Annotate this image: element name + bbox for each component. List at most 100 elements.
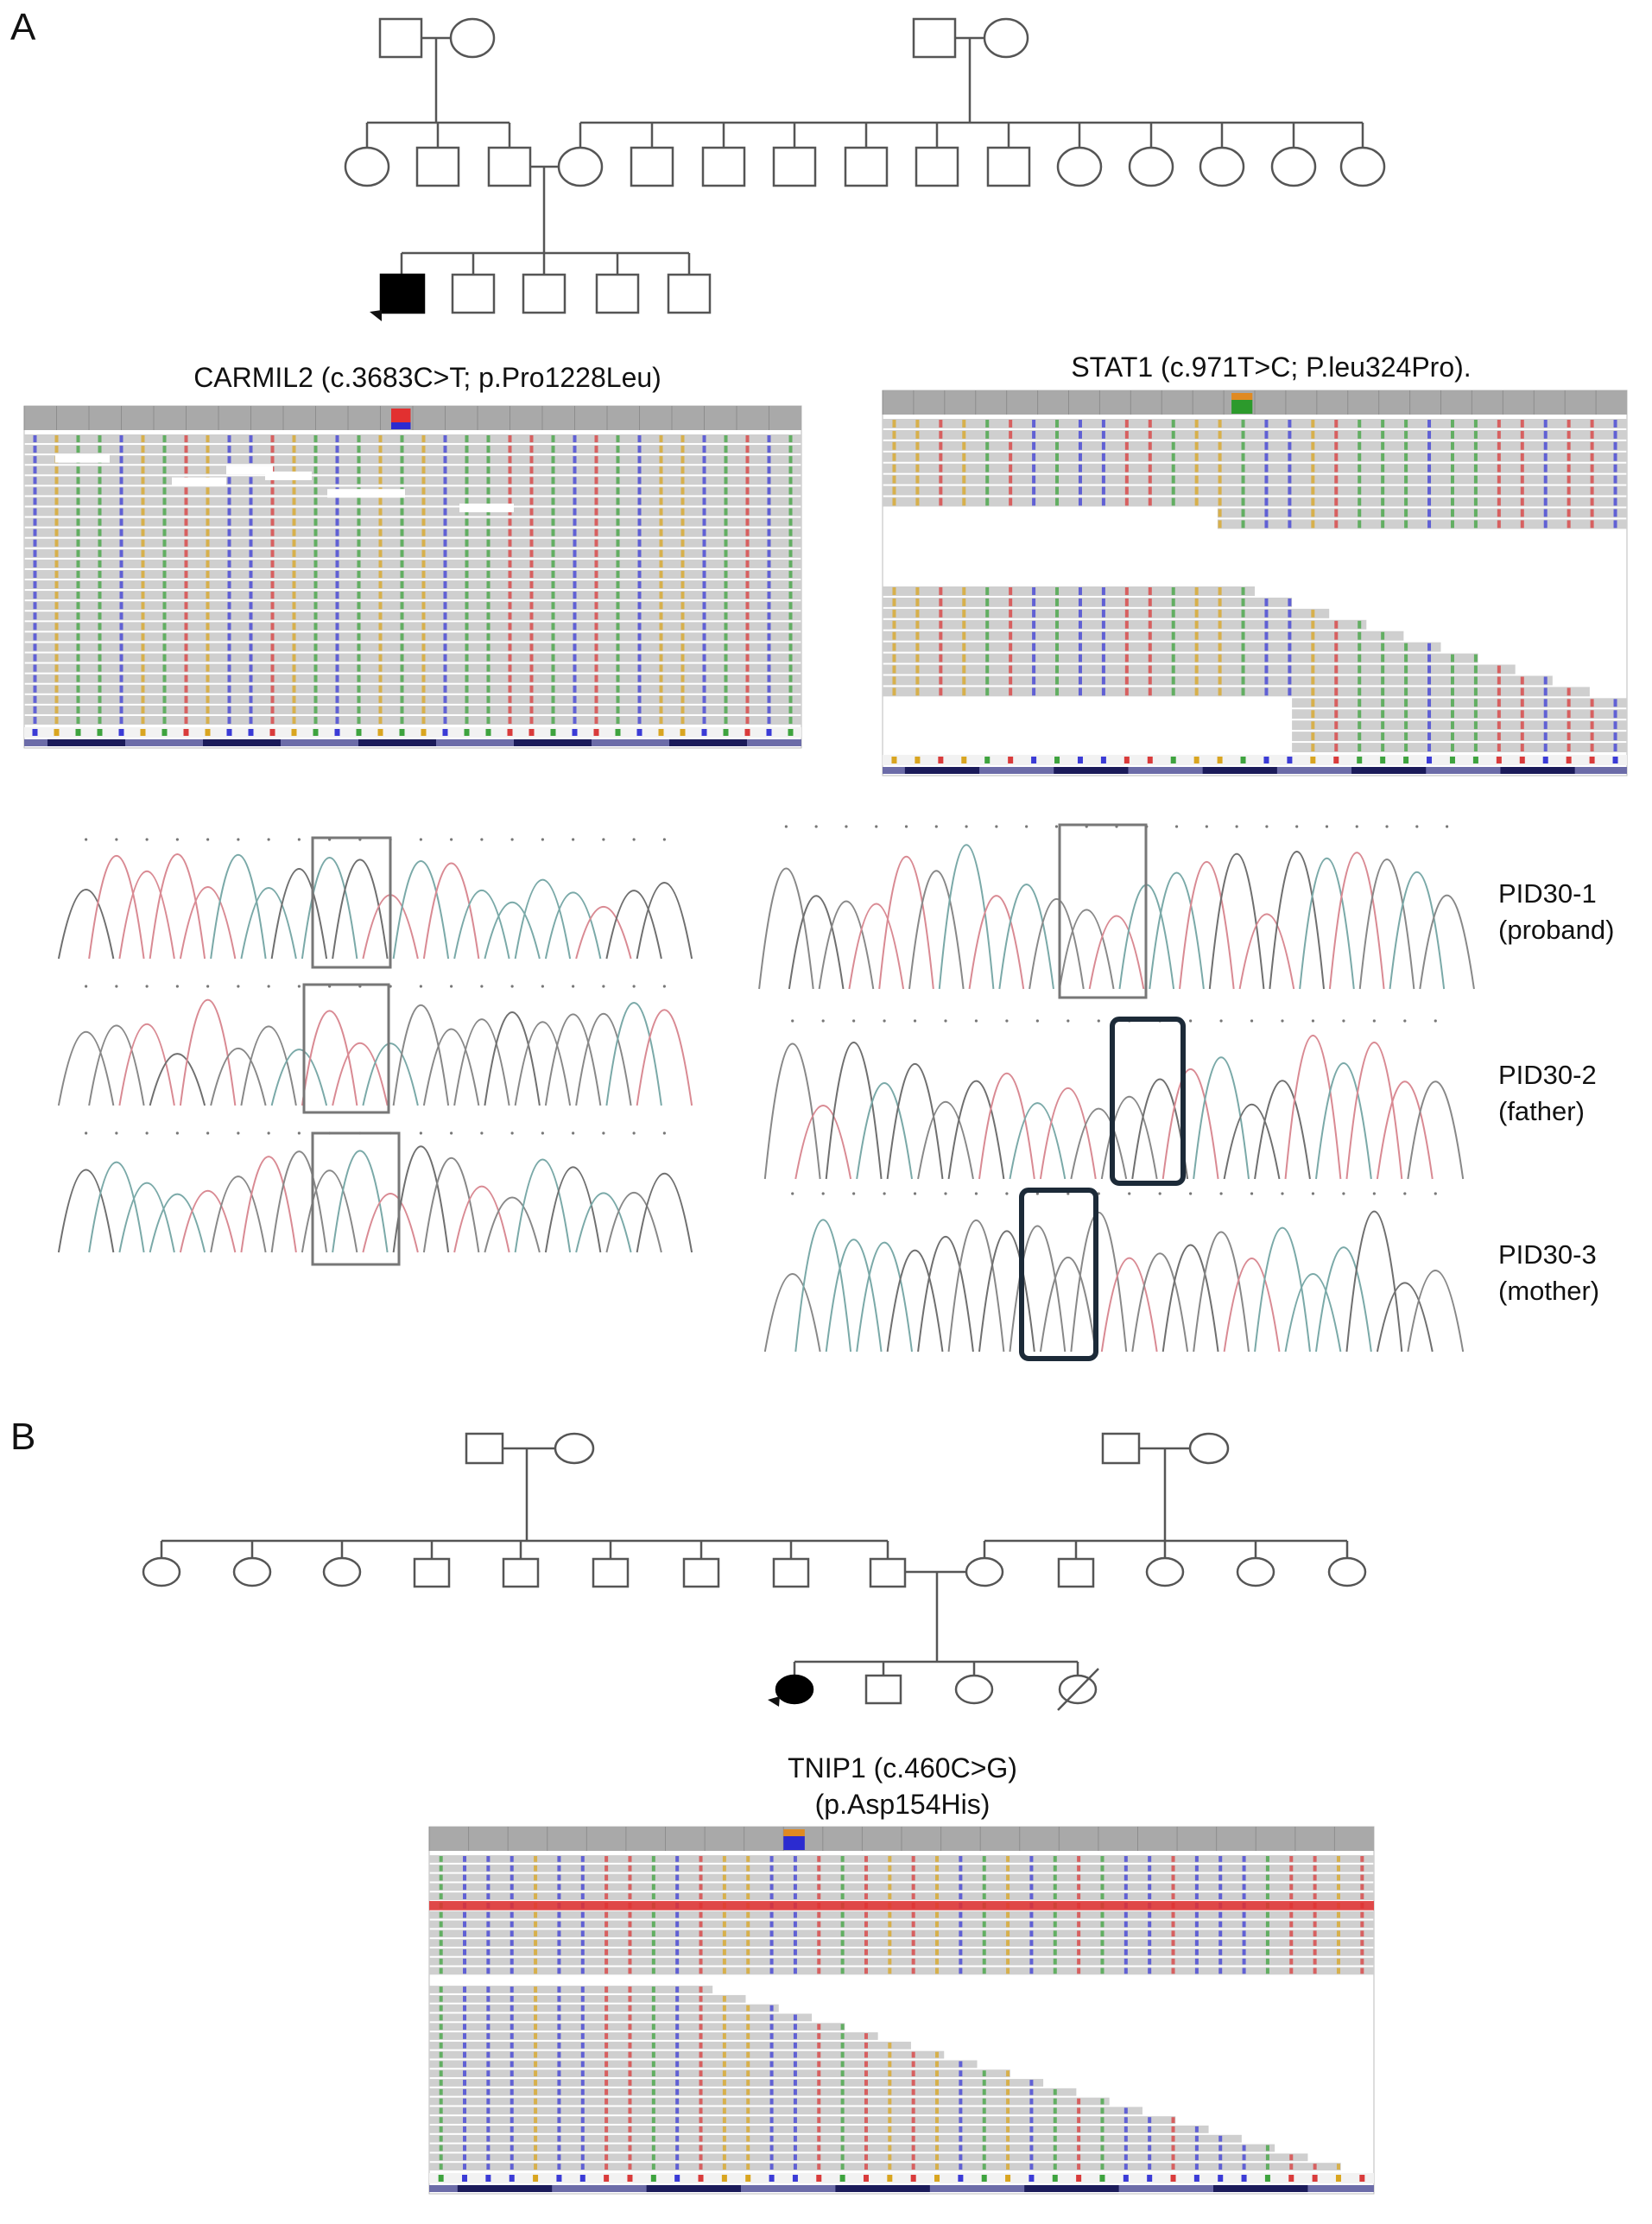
chromatogram-peak bbox=[947, 1080, 1005, 1180]
chromatogram-peak bbox=[1131, 1078, 1189, 1180]
chromatogram-peak bbox=[392, 860, 450, 960]
igv-read bbox=[24, 601, 801, 611]
chromatogram-peak bbox=[332, 1150, 389, 1253]
base-call-dot bbox=[1067, 1019, 1070, 1023]
deceased-slash bbox=[1057, 1668, 1099, 1711]
chromatogram-peak bbox=[118, 1023, 175, 1106]
base-call-dot bbox=[1235, 825, 1238, 828]
igv-gap bbox=[226, 466, 273, 475]
base-call-dot bbox=[1005, 1019, 1009, 1023]
igv-variant-marker bbox=[1231, 393, 1253, 400]
pedigree-female bbox=[142, 1556, 181, 1587]
base-call-dot bbox=[297, 1131, 301, 1135]
igv-read bbox=[883, 597, 1293, 607]
base-call-dot bbox=[175, 1131, 179, 1135]
chromatogram-peak bbox=[1179, 861, 1235, 990]
chromatogram-peak bbox=[1389, 871, 1446, 990]
chromatogram-peak bbox=[825, 1042, 883, 1180]
base-call-dot bbox=[297, 985, 301, 988]
igv-read bbox=[24, 694, 801, 704]
igv-read bbox=[24, 445, 801, 454]
chromatogram-peak bbox=[1376, 1080, 1434, 1180]
base-call-dot bbox=[1250, 1192, 1254, 1195]
igv-read bbox=[24, 580, 801, 590]
base-call-dot bbox=[934, 825, 938, 828]
igv-sequence-track bbox=[883, 755, 1627, 765]
pedigree-mother bbox=[965, 1556, 1004, 1587]
chromatogram-peak bbox=[1269, 851, 1325, 990]
igv-read bbox=[24, 455, 801, 465]
igv-carmil2-panel bbox=[23, 405, 802, 749]
base-call-dot bbox=[1385, 825, 1389, 828]
pedigree-b bbox=[142, 1432, 1367, 1711]
chromatogram-peak bbox=[544, 1166, 602, 1253]
chromatogram-peak bbox=[1345, 1042, 1403, 1180]
igv-read bbox=[1292, 709, 1627, 719]
chromatogram-peak bbox=[1419, 894, 1475, 990]
variant-box bbox=[1019, 1188, 1098, 1361]
base-call-dot bbox=[297, 838, 301, 841]
base-call-dot bbox=[995, 825, 998, 828]
chromatogram-peak bbox=[1315, 1246, 1372, 1353]
chromatogram-peak bbox=[422, 1156, 480, 1253]
base-call-dot bbox=[944, 1192, 947, 1195]
base-call-dot bbox=[267, 838, 270, 841]
igv-read bbox=[883, 474, 1627, 485]
igv-read bbox=[429, 1864, 1374, 1872]
igv-variant-marker bbox=[391, 415, 411, 422]
chromatogram-peak bbox=[453, 1018, 510, 1106]
chromatogram-peak bbox=[270, 1049, 328, 1106]
sample-labels: PID30-1 (proband) PID30-2 (father) PID30… bbox=[1498, 878, 1614, 1306]
igv-read bbox=[883, 608, 1330, 618]
igv-read bbox=[24, 486, 801, 496]
chromatogram-peak bbox=[1407, 1080, 1465, 1180]
base-call-dot bbox=[572, 1131, 575, 1135]
igv-read bbox=[24, 663, 801, 673]
igv-read bbox=[429, 1910, 1374, 1919]
base-call-dot bbox=[1295, 825, 1299, 828]
chromatogram-peak bbox=[362, 1193, 419, 1253]
igv-read bbox=[1292, 698, 1627, 708]
base-call-dot bbox=[1311, 1019, 1315, 1023]
pedigree-male bbox=[378, 17, 423, 59]
igv-read bbox=[429, 1855, 1374, 1863]
igv-read bbox=[1217, 519, 1627, 529]
igv-read bbox=[883, 653, 1478, 663]
base-call-dot bbox=[662, 985, 666, 988]
pedigree-female bbox=[1128, 146, 1174, 187]
igv-read bbox=[429, 2023, 845, 2031]
chromatogram-peak bbox=[362, 1042, 419, 1106]
base-call-dot bbox=[480, 985, 484, 988]
base-call-dot bbox=[1205, 825, 1208, 828]
stat1-title: STAT1 (c.971T>C; P.leu324Pro). bbox=[1071, 352, 1471, 383]
panel-a-label: A bbox=[10, 6, 36, 48]
base-call-dot bbox=[572, 985, 575, 988]
igv-read bbox=[24, 476, 801, 485]
chromatogram-peak bbox=[575, 1192, 632, 1253]
proband-arrow-icon bbox=[768, 1696, 780, 1707]
base-call-dot bbox=[974, 1019, 978, 1023]
chromatogram-peak bbox=[514, 1021, 572, 1106]
igv-read bbox=[429, 1957, 1374, 1966]
chromatogram-peak bbox=[179, 998, 237, 1106]
pedigree-female bbox=[232, 1556, 272, 1587]
base-call-dot bbox=[1250, 1019, 1254, 1023]
variant-box bbox=[311, 836, 392, 969]
chromatogram-peak bbox=[484, 902, 541, 960]
chromatogram-peak bbox=[1161, 1244, 1219, 1353]
chromatogram-peak bbox=[1193, 1056, 1250, 1180]
proband-arrow-icon bbox=[370, 310, 382, 321]
chromatogram-peak bbox=[210, 1175, 267, 1253]
pedigree-father bbox=[487, 146, 532, 187]
igv-read bbox=[429, 2069, 1010, 2078]
igv-read bbox=[883, 642, 1441, 652]
igv-read bbox=[1292, 743, 1627, 752]
igv-sequence-track bbox=[24, 727, 801, 738]
base-call-dot bbox=[1219, 1192, 1223, 1195]
igv-read bbox=[429, 2153, 1308, 2162]
igv-read bbox=[429, 1994, 746, 2003]
pedigree-father bbox=[869, 1557, 907, 1588]
panel-b-label: B bbox=[10, 1416, 35, 1458]
chromatogram-peak bbox=[605, 890, 662, 960]
base-call-dot bbox=[237, 985, 240, 988]
